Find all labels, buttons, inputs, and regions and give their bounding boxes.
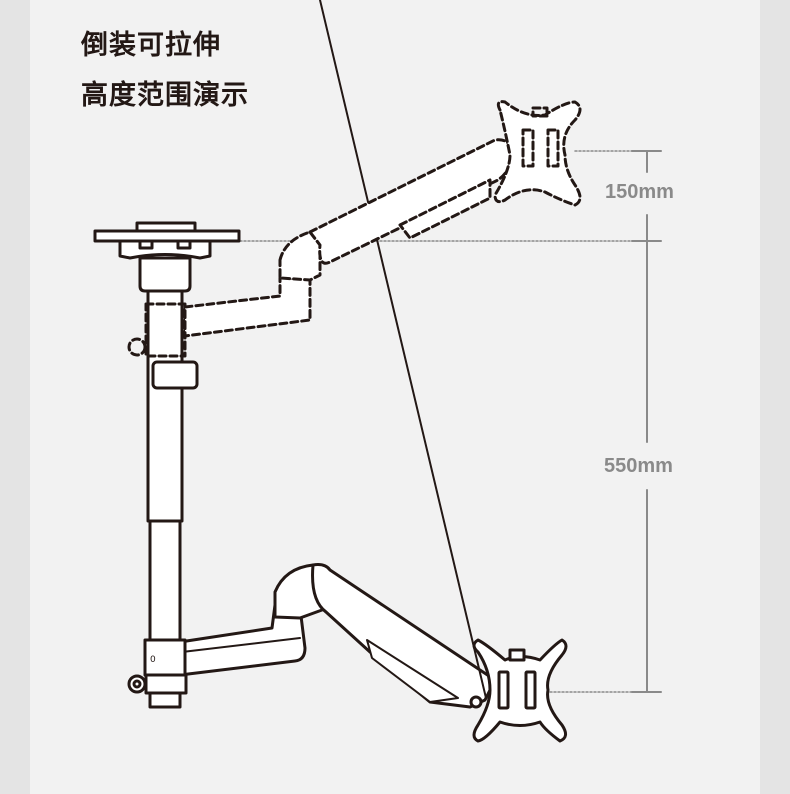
pole xyxy=(146,289,199,653)
vesa-top-tab xyxy=(508,648,526,662)
collar-mark: 0 xyxy=(150,655,156,665)
vesa-slot-right xyxy=(524,670,537,710)
dashed-spring xyxy=(398,178,492,240)
dimension-label-550: 550mm xyxy=(604,455,673,477)
pole-lower xyxy=(148,519,182,653)
vesa-slot-left xyxy=(497,670,510,710)
dimension-label-150: 150mm xyxy=(605,181,674,203)
mount-tab-right xyxy=(176,239,192,250)
forearm xyxy=(311,563,497,709)
forearm-edge xyxy=(319,0,487,699)
dashed-lower-arm xyxy=(183,276,312,338)
mount-base xyxy=(118,239,212,260)
elbow-joint xyxy=(273,563,324,620)
clamp-knob xyxy=(127,674,147,694)
cable-clip xyxy=(151,360,199,390)
clamp-collar xyxy=(143,638,187,677)
mount-tab-left xyxy=(138,239,154,250)
dashed-knob xyxy=(127,337,147,357)
dashed-top-tab xyxy=(531,106,549,118)
hinge-pin xyxy=(469,695,483,709)
ceiling-mount xyxy=(93,221,241,293)
title-line-2: 高度范围演示 xyxy=(81,80,249,111)
dashed-collar xyxy=(144,302,187,358)
arm-retracted xyxy=(127,100,582,358)
pole-upper xyxy=(146,289,184,523)
arm-extended: 0 xyxy=(127,0,568,743)
dashed-elbow xyxy=(278,230,322,282)
clamp-band xyxy=(144,673,188,695)
title-line-1: 倒装可拉伸 xyxy=(81,30,221,61)
mount-collar xyxy=(138,256,192,293)
clamp-knob-hole xyxy=(132,679,142,689)
dashed-slot-left xyxy=(521,128,535,168)
lower-arm-edge xyxy=(181,637,301,653)
dashed-slot-right xyxy=(546,128,560,168)
gas-spring xyxy=(366,639,459,703)
pole-end xyxy=(148,691,182,709)
